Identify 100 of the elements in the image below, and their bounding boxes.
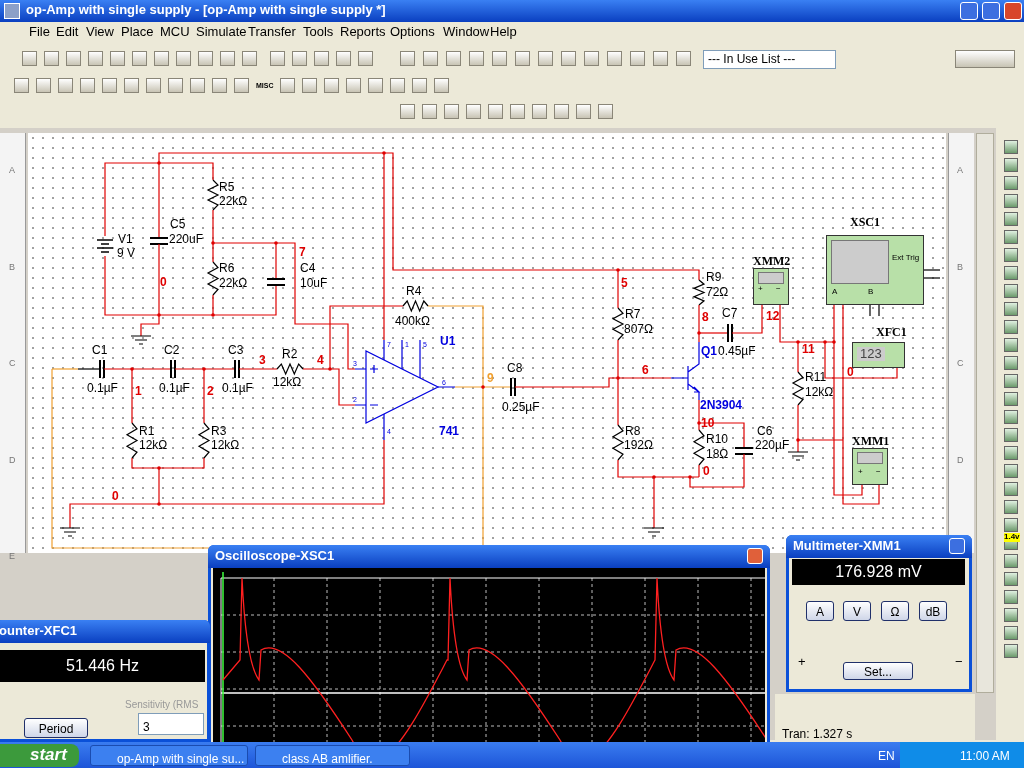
component-label: 18Ω (706, 448, 729, 462)
terminal-label: + (798, 655, 806, 670)
grid-reference: A (9, 166, 15, 176)
wire (833, 304, 863, 496)
component-label: 72Ω (706, 286, 729, 300)
component-label: C3 (228, 344, 244, 358)
component-label: R3 (211, 425, 227, 439)
menu-item: Transfer (248, 25, 296, 40)
grid-reference: E (9, 552, 15, 562)
instrument-label: XMM1 (852, 435, 890, 449)
net-label: 1 (135, 385, 142, 399)
menu-item: View (86, 25, 114, 40)
mode-button: V (843, 601, 871, 621)
net-label: 5 (621, 277, 628, 291)
component-label: 220µF (755, 439, 790, 453)
component-label: R5 (219, 181, 235, 195)
menu-item: Simulate (196, 25, 247, 40)
field-label: Sensitivity (RMS (125, 699, 199, 710)
component-label: R9 (706, 271, 722, 285)
net-label: 10 (701, 417, 715, 431)
mode-button: Period (24, 718, 88, 738)
component-label: R2 (282, 348, 298, 362)
component-label: 400kΩ (395, 315, 430, 329)
menu-item: Edit (56, 25, 79, 40)
component-label: R11 (805, 371, 827, 385)
component-label: C5 (170, 218, 186, 232)
component-label: Q1 (701, 345, 717, 359)
net-label: 9 (487, 372, 494, 386)
net-label: 12 (766, 310, 780, 324)
grid-reference: A (957, 166, 963, 176)
component-label: 0.45µF (718, 345, 756, 359)
component-label: 807Ω (624, 323, 653, 337)
component-label: V1 (118, 233, 133, 247)
multimeter-instrument (753, 255, 789, 305)
net-label: 8 (702, 311, 709, 325)
net-label: 2 (207, 385, 214, 399)
component-label: 10uF (300, 277, 328, 291)
component-label: C2 (164, 344, 180, 358)
component-label: 12kΩ (139, 439, 168, 453)
window-title: op-Amp with single supply - [op-Amp with single supply *] (26, 3, 386, 18)
menu-item: Reports (340, 25, 386, 40)
frequency-counter-instrument (852, 326, 905, 368)
component-label: 220uF (169, 233, 204, 247)
grid-reference: B (9, 263, 15, 273)
input-field: 3 (138, 713, 204, 735)
terminal-label: − (955, 655, 963, 670)
grid-reference: C (9, 359, 16, 369)
menu-item: Tools (303, 25, 334, 40)
component-label: C6 (757, 425, 773, 439)
instrument-label: XMM2 (753, 255, 791, 269)
component-label: R10 (706, 433, 728, 447)
toolbar-label: 1.4v (1004, 533, 1020, 542)
component-label: C8 (507, 362, 523, 376)
net-label: 3 (259, 354, 266, 368)
terminal-label: + (758, 285, 763, 294)
terminal-label: A (832, 288, 838, 297)
net-label: 0 (160, 276, 167, 290)
terminal-label: − (776, 285, 781, 294)
component-label: 0.1µF (87, 382, 118, 396)
net-label: 11 (802, 343, 815, 357)
component-label: 741 (439, 425, 460, 439)
instrument-label: XSC1 (850, 216, 880, 230)
component-label: 0.1µF (222, 382, 253, 396)
component-label: 9 V (117, 247, 135, 261)
readout-display: 176.928 mV (792, 559, 965, 585)
terminal-label: + (858, 468, 863, 477)
component-label: 22kΩ (219, 195, 248, 209)
wire (842, 304, 880, 505)
component-label: 0.25µF (502, 401, 540, 415)
mode-button: Set... (843, 662, 913, 680)
taskbar-button: class AB amlifier. (255, 745, 410, 766)
component-label: C7 (722, 307, 738, 321)
window-title: Multimeter-XMM1 (793, 539, 901, 554)
tray-text: EN (878, 750, 895, 764)
menu-item: File (29, 25, 50, 40)
mode-button: Ω (881, 601, 909, 621)
component-label: U1 (440, 335, 456, 349)
component-label: R7 (625, 308, 641, 322)
terminal-label: − (876, 468, 881, 477)
dropdown-field: --- In Use List --- (703, 50, 837, 70)
mode-button: dB (919, 601, 947, 621)
multimeter-instrument (852, 435, 888, 485)
mode-button: A (806, 601, 834, 621)
menu-item: Options (390, 25, 435, 40)
oscilloscope-instrument (826, 216, 924, 305)
net-label: 4 (317, 354, 324, 368)
net-label: 6 (642, 364, 649, 378)
grid-reference: B (957, 263, 963, 273)
menu-item: MCU (160, 25, 190, 40)
start-button: start (0, 744, 79, 767)
component-label: R8 (625, 425, 641, 439)
terminal-label: Ext Trig (892, 254, 920, 263)
status-text: Tran: 1.327 s (782, 728, 853, 742)
readout-display: 51.446 Hz (0, 650, 205, 682)
readout-display: 123 (857, 347, 885, 362)
window-title: ounter-XFC1 (0, 624, 77, 639)
component-label: 192Ω (624, 439, 653, 453)
grid-reference: D (957, 456, 964, 466)
tray-text: 11:00 AM (960, 750, 1010, 764)
component-label: 2N3904 (700, 399, 743, 413)
